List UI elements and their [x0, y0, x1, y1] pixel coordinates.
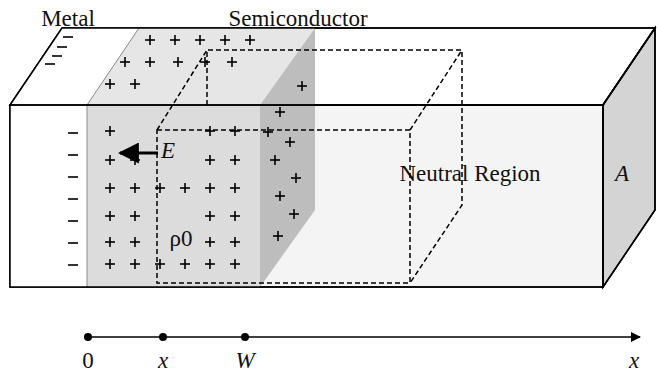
charge-sign — [109, 183, 111, 193]
charge-sign — [109, 237, 111, 247]
charge-sign — [279, 191, 281, 201]
charge-sign — [301, 81, 303, 91]
charge-sign — [159, 183, 161, 193]
charge-sign — [174, 35, 176, 45]
charge-sign — [177, 57, 179, 67]
charge-sign — [109, 155, 111, 165]
charge-sign — [184, 183, 186, 193]
charge-sign — [68, 154, 78, 156]
charge-sign — [109, 79, 111, 89]
charge-sign — [134, 79, 136, 89]
charge-density-symbol: ρ0 — [170, 227, 193, 250]
charge-sign — [149, 35, 151, 45]
charge-sign — [234, 259, 236, 269]
charge-sign — [52, 55, 62, 57]
charge-sign — [63, 36, 73, 38]
charge-sign — [209, 237, 211, 247]
charge-sign — [45, 63, 55, 65]
charge-sign — [68, 242, 78, 244]
charge-sign — [124, 57, 126, 67]
charge-sign — [68, 264, 78, 266]
charge-sign — [274, 155, 276, 165]
charge-sign — [199, 35, 201, 45]
charge-sign — [209, 211, 211, 221]
charge-sign — [293, 209, 295, 219]
axis-tick-label: W — [235, 349, 254, 372]
charge-sign — [209, 126, 211, 136]
charge-sign — [184, 259, 186, 269]
charge-sign — [68, 176, 78, 178]
charge-sign — [234, 126, 236, 136]
charge-sign — [249, 35, 251, 45]
charge-sign — [134, 259, 136, 269]
charge-sign — [57, 46, 67, 48]
charge-sign — [279, 107, 281, 117]
charge-sign — [289, 137, 291, 147]
charge-sign — [204, 57, 206, 67]
charge-sign — [277, 231, 279, 241]
charge-sign — [109, 211, 111, 221]
charge-sign — [234, 155, 236, 165]
charge-sign — [159, 259, 161, 269]
area-symbol: A — [615, 162, 629, 185]
charge-sign — [109, 126, 111, 136]
charge-sign — [234, 237, 236, 247]
region-title: Metal — [41, 7, 95, 30]
charge-sign — [109, 259, 111, 269]
charge-sign — [209, 259, 211, 269]
charge-sign — [68, 220, 78, 222]
charge-sign — [68, 132, 78, 134]
charge-sign — [134, 155, 136, 165]
axis-tick-label: 0 — [82, 349, 94, 372]
region-label: Neutral Region — [399, 162, 540, 185]
charge-sign — [224, 35, 226, 45]
charge-sign — [231, 57, 233, 67]
charge-sign — [295, 173, 297, 183]
charge-sign — [134, 211, 136, 221]
region-title: Semiconductor — [228, 7, 367, 30]
axis-title: x — [629, 349, 639, 372]
field-symbol: E — [161, 139, 175, 162]
axis-tick-label: x — [158, 349, 168, 372]
charge-sign — [234, 183, 236, 193]
charge-sign — [267, 127, 269, 137]
charge-sign — [134, 183, 136, 193]
charge-sign — [209, 183, 211, 193]
charge-sign — [68, 198, 78, 200]
charge-sign — [134, 237, 136, 247]
charge-sign — [209, 155, 211, 165]
charge-sign — [234, 211, 236, 221]
charge-sign — [149, 57, 151, 67]
